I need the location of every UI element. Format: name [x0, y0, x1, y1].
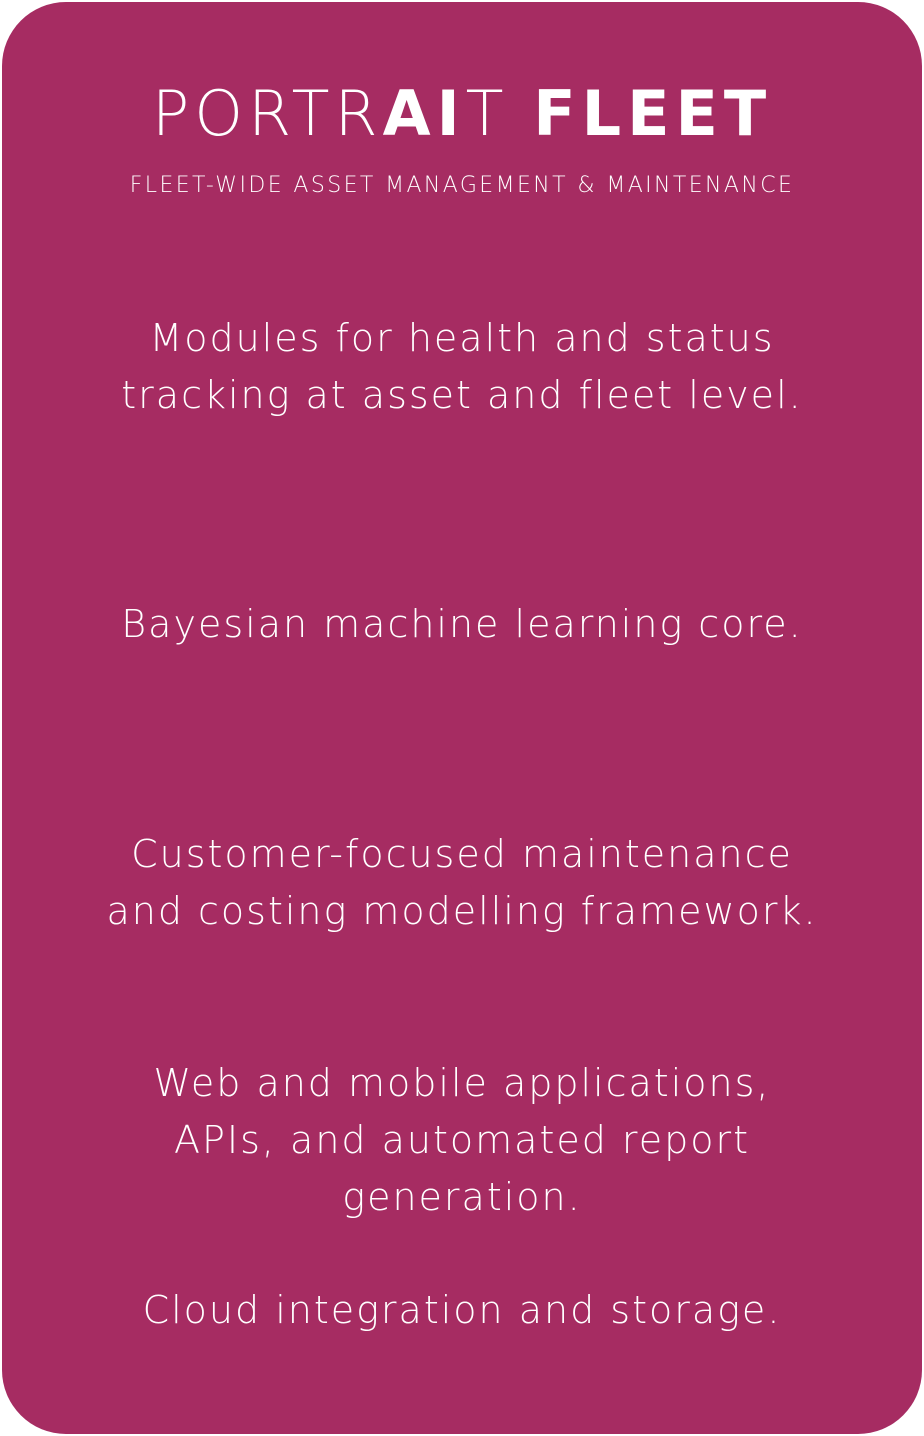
feature-health-tracking: Modules for health and status tracking a…	[121, 316, 803, 417]
product-title: PORTRAIT FLEET	[2, 74, 922, 154]
feature-applications: Web and mobile applications, APIs, and a…	[153, 1061, 771, 1219]
title-part-portr: PORTR	[151, 77, 383, 150]
feature-bayesian-core: Bayesian machine learning core.	[121, 602, 803, 646]
feature-maintenance-framework: Customer-focused maintenance and costing…	[106, 832, 818, 933]
title-part-fleet: FLEET	[533, 77, 773, 150]
feature-cloud: Cloud integration and storage.	[142, 1288, 782, 1332]
title-part-ai: AI	[382, 77, 466, 150]
title-part-t: T	[465, 77, 509, 150]
product-subtitle: FLEET-WIDE ASSET MANAGEMENT & MAINTENANC…	[129, 173, 795, 198]
